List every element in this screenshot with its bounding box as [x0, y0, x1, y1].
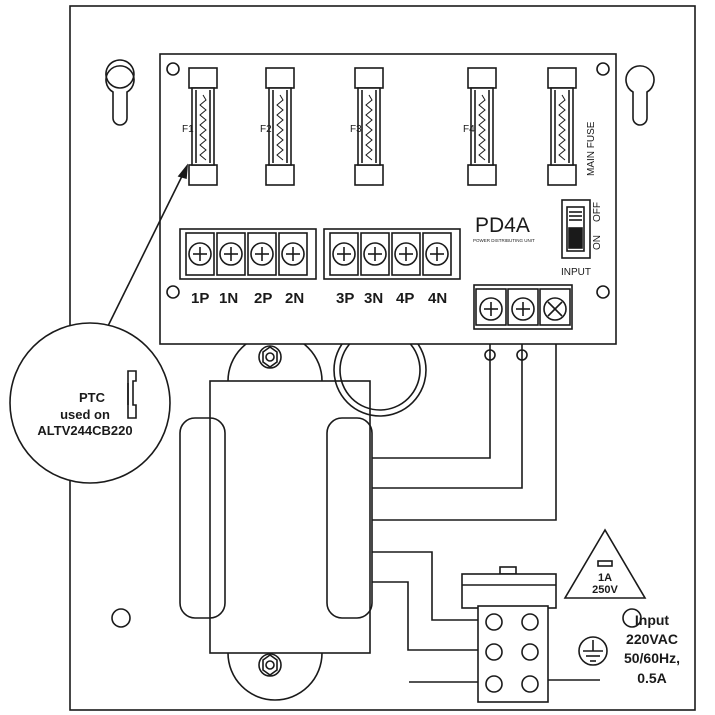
input-terminal-screw[interactable]	[539, 288, 571, 326]
output-terminal-group	[179, 228, 461, 280]
output-label-3p: 3P	[336, 290, 354, 307]
input-line2: 220VAC	[626, 631, 678, 647]
fuse-3	[354, 67, 384, 186]
ground-icon	[578, 636, 608, 666]
board-hole-br	[596, 285, 610, 299]
callout-line1: PTC	[79, 390, 106, 405]
subtitle-label: POWER DISTRIBUTING UNIT	[473, 238, 535, 243]
input-label: INPUT	[561, 267, 591, 278]
input-terminal-block	[473, 284, 573, 330]
keyhole-slot-left	[105, 59, 135, 89]
keyhole-left	[105, 65, 135, 126]
output-label-4p: 4P	[396, 290, 414, 307]
input-terminal-screw[interactable]	[475, 288, 507, 326]
output-terminal-block-1	[179, 228, 317, 280]
board-hole-tr	[596, 62, 610, 76]
power-switch[interactable]	[561, 199, 591, 259]
fuse-label-f2: F2	[260, 124, 272, 135]
terminal-screw[interactable]	[422, 232, 452, 276]
fuse-2	[265, 67, 295, 186]
output-label-4n: 4N	[428, 290, 447, 307]
output-label-1n: 1N	[219, 290, 238, 307]
fuse-5	[547, 67, 577, 186]
input-line1: Input	[635, 612, 670, 628]
callout-line2: used on	[60, 407, 110, 422]
warning-line1: 1A	[598, 572, 612, 584]
primary-wires	[372, 551, 600, 683]
junction-2	[516, 349, 528, 361]
output-label-2p: 2P	[254, 290, 272, 307]
fuse-group	[188, 67, 577, 186]
terminal-screw[interactable]	[247, 232, 277, 276]
fuse-1	[188, 67, 218, 186]
fuse-label-f1: F1	[182, 124, 194, 135]
output-label-3n: 3N	[364, 290, 383, 307]
fuse-label-f3: F3	[350, 124, 362, 135]
transformer	[179, 333, 373, 701]
terminal-screw[interactable]	[216, 232, 246, 276]
warning-triangle	[563, 528, 647, 599]
terminal-screw[interactable]	[185, 232, 215, 276]
secondary-wires	[372, 330, 557, 521]
output-label-1p: 1P	[191, 290, 209, 307]
terminal-screw[interactable]	[278, 232, 308, 276]
ptc-callout	[9, 163, 189, 484]
input-line3: 50/60Hz,	[624, 650, 680, 666]
board-hole-tl	[166, 62, 180, 76]
switch-off-label: OFF	[592, 202, 603, 222]
mount-hole-left	[111, 608, 131, 628]
keyhole-right	[625, 65, 655, 126]
callout-line3: ALTV244CB220	[37, 423, 132, 438]
switch-on-label: ON	[592, 235, 603, 250]
ac-input-block	[461, 566, 557, 703]
terminal-screw[interactable]	[391, 232, 421, 276]
output-label-2n: 2N	[285, 290, 304, 307]
junction-1	[484, 349, 496, 361]
input-terminal-screw[interactable]	[507, 288, 539, 326]
output-terminal-block-2	[323, 228, 461, 280]
model-label: PD4A	[475, 214, 530, 237]
board-hole-bl	[166, 285, 180, 299]
terminal-screw[interactable]	[329, 232, 359, 276]
main-fuse-label: MAIN FUSE	[586, 121, 597, 176]
input-line4: 0.5A	[637, 670, 667, 686]
fuse-label-f4: F4	[463, 124, 475, 135]
warning-line2: 250V	[592, 584, 618, 596]
fuse-4	[467, 67, 497, 186]
terminal-screw[interactable]	[360, 232, 390, 276]
mount-hole-right	[622, 608, 642, 628]
